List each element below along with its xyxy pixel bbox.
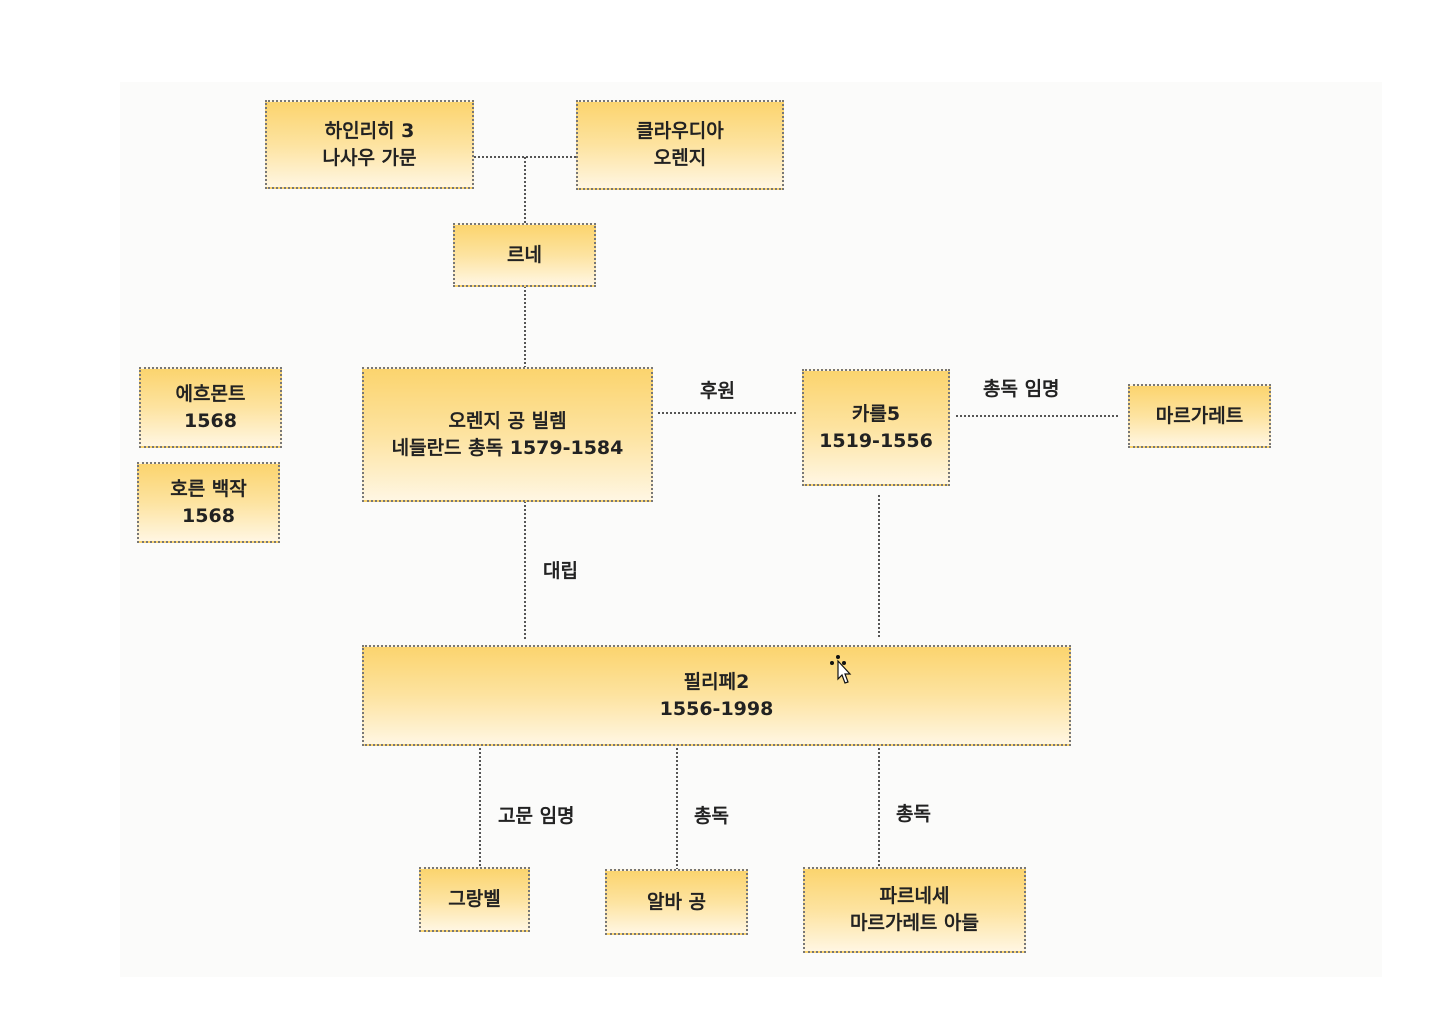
node-label: 에흐몬트 [175, 382, 246, 405]
node-margaret[interactable]: 마르가레트 [1128, 384, 1271, 448]
node-label: 호른 백작 [170, 477, 247, 500]
node-label: 네들란드 총독 1579-1584 [391, 436, 624, 459]
node-label: 카를5 [851, 402, 901, 425]
edge-label-governor-farnese: 총독 [896, 803, 931, 825]
node-label: 마르가레트 아들 [850, 912, 979, 934]
node-label: 1519-1556 [819, 429, 933, 452]
edge-label-appoint-governor: 총독 임명 [983, 378, 1060, 400]
node-label: 르네 [507, 243, 542, 266]
node-label: 1556-1998 [659, 697, 774, 720]
node-horn[interactable]: 호른 백작 1568 [137, 462, 280, 543]
edge-label-governor-alba: 총독 [694, 805, 729, 827]
node-philip[interactable]: 필리페2 1556-1998 [362, 645, 1071, 746]
node-heinrich[interactable]: 하인리히 3 나사우 가문 [265, 100, 474, 189]
node-label: 하인리히 3 [324, 119, 415, 142]
diagram-canvas [120, 82, 1382, 977]
node-label: 그랑벨 [448, 888, 501, 910]
node-granvelle[interactable]: 그랑벨 [419, 867, 530, 932]
node-label: 오렌지 [653, 147, 707, 169]
node-claudia[interactable]: 클라우디아 오렌지 [576, 100, 784, 190]
node-label: 알바 공 [646, 890, 707, 913]
node-label: 클라우디아 [636, 120, 724, 142]
node-willem[interactable]: 오렌지 공 빌렘 네들란드 총독 1579-1584 [362, 367, 653, 502]
node-farnese[interactable]: 파르네세 마르가레트 아들 [803, 867, 1026, 953]
node-label: 오렌지 공 빌렘 [448, 409, 567, 432]
node-alba[interactable]: 알바 공 [605, 869, 748, 935]
node-label: 1568 [184, 409, 237, 432]
node-label: 필리페2 [683, 670, 750, 693]
node-label: 나사우 가문 [322, 146, 417, 169]
node-egmont[interactable]: 에흐몬트 1568 [139, 367, 282, 448]
mouse-cursor-move-icon [830, 655, 852, 684]
node-label: 1568 [182, 504, 235, 527]
edge-label-conflict: 대립 [543, 560, 578, 582]
node-label: 마르가레트 [1155, 404, 1244, 427]
edge-label-appoint-advisor: 고문 임명 [498, 805, 575, 827]
node-rene[interactable]: 르네 [453, 223, 596, 287]
edge-label-support: 후원 [700, 380, 735, 402]
node-label: 파르네세 [879, 885, 950, 907]
node-karl[interactable]: 카를5 1519-1556 [802, 369, 950, 486]
